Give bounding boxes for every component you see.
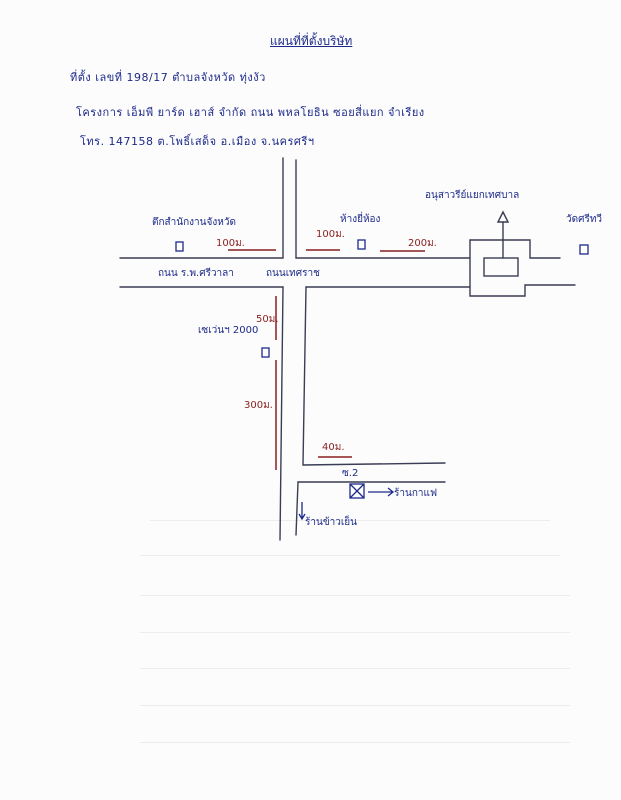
- shop-marker: [175, 241, 184, 252]
- building-marker: [357, 239, 366, 250]
- monument-road: [469, 239, 561, 259]
- address-line-3: โทร. 147158 ต.โพธิ์เสด็จ อ.เมือง จ.นครศร…: [80, 135, 315, 148]
- monument-icon: [496, 210, 510, 223]
- label-state-office: ตึกสำนักงานจังหวัด: [152, 217, 236, 228]
- temple-marker: [579, 244, 589, 255]
- label-temple: วัดศรีทวี: [566, 214, 603, 225]
- ghost-line: [140, 668, 570, 669]
- label-road-main: ถนน ร.พ.ศรีวาลา: [158, 268, 234, 279]
- market-hatch: [349, 483, 365, 499]
- road-edge: [279, 286, 284, 541]
- distance-label: 200ม.: [408, 238, 437, 249]
- label-road-alley: ซ.2: [342, 468, 359, 479]
- label-restaurant: ร้านข้าวเย็น: [305, 517, 358, 528]
- label-monument: อนุสาวรีย์แยกเทศบาล: [425, 190, 520, 201]
- monument-base: [483, 257, 519, 277]
- road-edge: [302, 286, 307, 466]
- distance-label: 300ม.: [244, 400, 273, 411]
- ghost-line: [140, 742, 570, 743]
- label-road-cross: ถนนเทศราช: [266, 268, 320, 279]
- arrow-icon: [298, 502, 306, 521]
- label-market: ร้านกาแฟ: [394, 488, 438, 499]
- label-building: เซเว่นฯ 2000: [198, 325, 259, 336]
- address-line-1: ที่ตั้ง เลขที่ 198/17 ตำบลจังหวัด ทุ่งงั…: [70, 71, 266, 84]
- ghost-line: [140, 632, 570, 633]
- distance-label: 100ม.: [216, 238, 245, 249]
- monument-road: [469, 239, 576, 297]
- office-marker: [261, 347, 270, 358]
- ghost-line: [140, 555, 560, 556]
- ghost-line: [140, 705, 570, 706]
- road-edge: [295, 481, 299, 536]
- distance-label: 50ม.: [256, 314, 279, 325]
- ghost-line: [140, 595, 570, 596]
- arrow-icon: [368, 487, 395, 497]
- label-shop: ห้างยี่ห้อง: [340, 214, 381, 225]
- ghost-line: [150, 520, 550, 521]
- page-title: แผนที่ที่ตั้งบริษัท: [270, 34, 353, 48]
- road-edge: [302, 462, 446, 466]
- address-line-2: โครงการ เอ็มพี ยาร์ด เฮาส์ จำกัด ถนน พหล…: [76, 106, 425, 119]
- distance-label: 40ม.: [322, 442, 345, 453]
- distance-label: 100ม.: [316, 229, 345, 240]
